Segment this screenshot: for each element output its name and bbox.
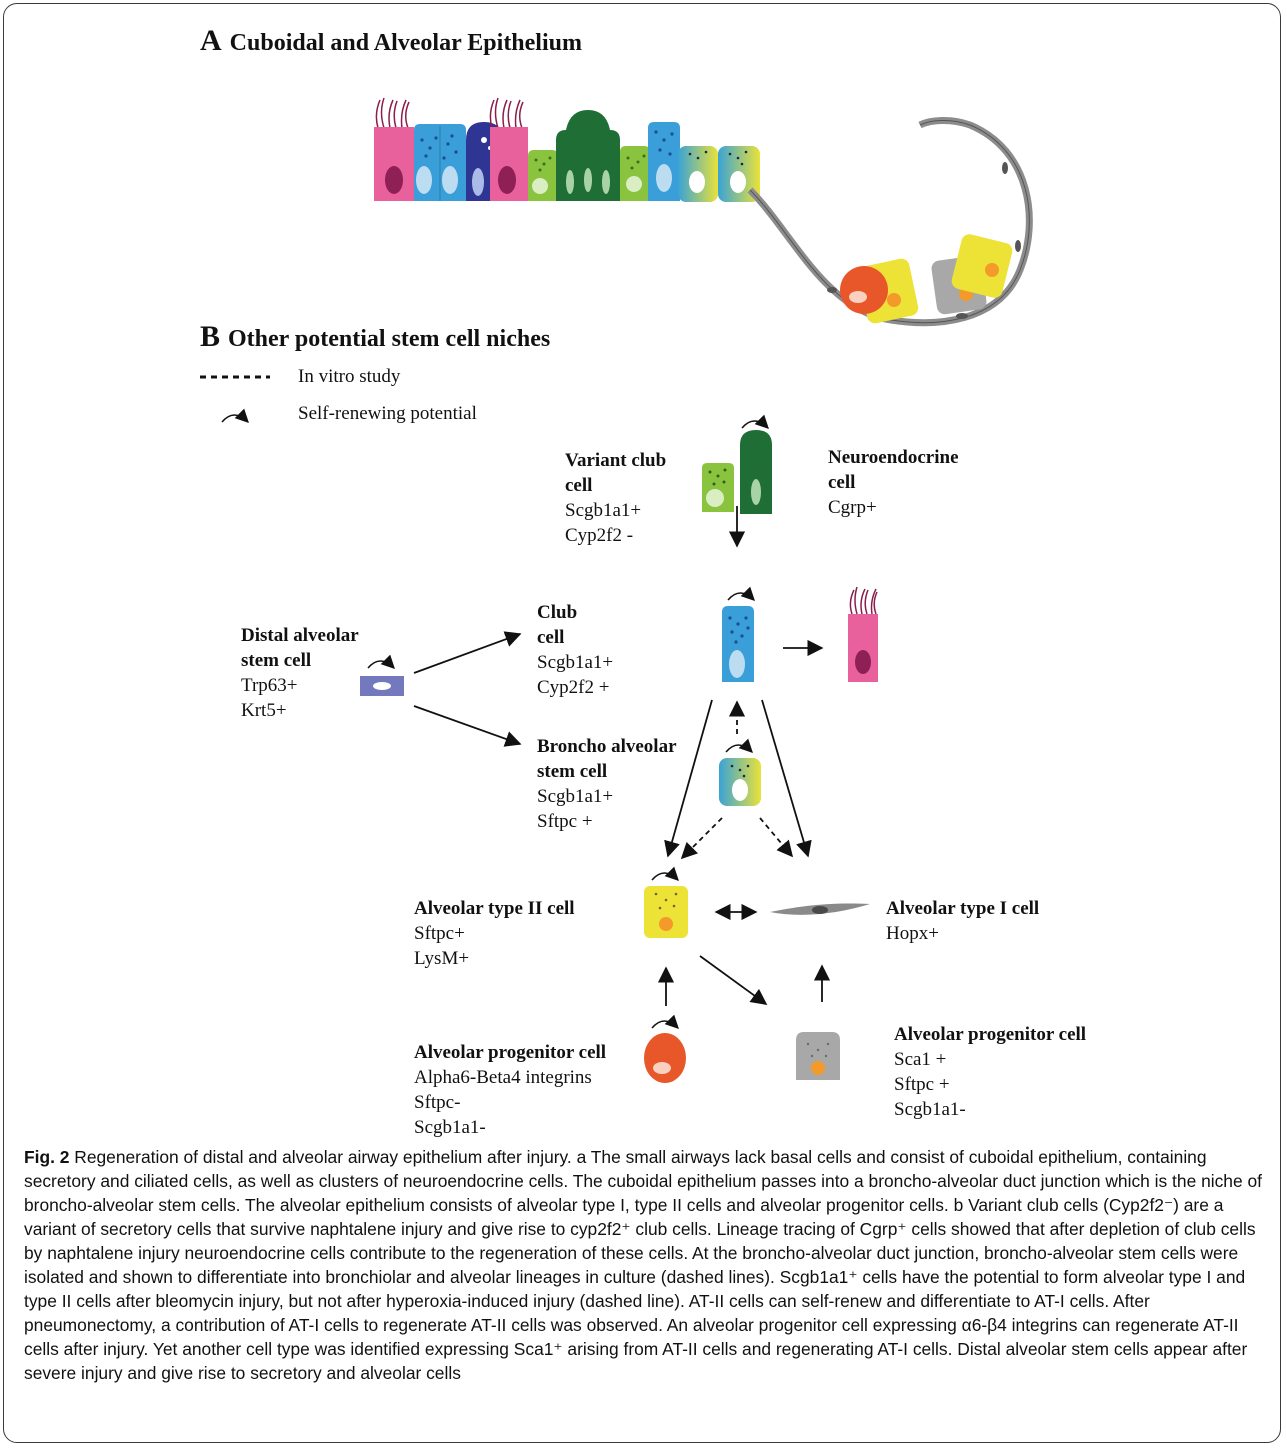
arrow-at2-to-progenitor-b bbox=[699, 955, 768, 1005]
distal-stem-marker-2: Krt5+ bbox=[241, 700, 287, 721]
self-renew-arc-progenitor-icon bbox=[651, 1014, 679, 1029]
self-renew-arc-club-icon bbox=[727, 586, 755, 601]
progenitor-orange-cell-b bbox=[644, 1033, 686, 1083]
progenitor-orange-cell-a bbox=[840, 266, 888, 314]
at1-name: Alveolar type I cell bbox=[886, 898, 1040, 919]
figure-frame bbox=[3, 3, 1281, 1443]
self-renew-arc-distal-icon bbox=[367, 654, 395, 669]
neuroendocrine-name: Neuroendocrine bbox=[828, 447, 959, 468]
section-a-title: Cuboidal and Alveolar Epithelium bbox=[229, 30, 582, 56]
neuroendocrine-marker-1: Cgrp+ bbox=[828, 497, 877, 518]
section-b-letter: B bbox=[200, 320, 221, 353]
caption-label: Fig. 2 bbox=[24, 1147, 70, 1167]
progenitor-gray-cell-b bbox=[796, 1032, 840, 1080]
at2-cell-b bbox=[644, 886, 688, 938]
figure-illustration bbox=[200, 97, 1033, 1083]
variant-club-cell-b bbox=[702, 463, 734, 512]
at2-cell-label: Alveolar type II cell Sftpc+ LysM+ bbox=[414, 896, 575, 971]
at1-cell-b bbox=[770, 903, 870, 915]
at2-marker-1: Sftpc+ bbox=[414, 923, 465, 944]
variant-club-marker-1: Scgb1a1+ bbox=[565, 500, 642, 521]
cuboidal-epithelium bbox=[374, 97, 760, 202]
arrow-club-to-at1 bbox=[761, 699, 812, 858]
at2-cell-a2 bbox=[951, 234, 1013, 298]
basc-marker-1: Scgb1a1+ bbox=[537, 786, 614, 807]
legend-dashed-label: In vitro study bbox=[298, 366, 401, 387]
alveolar-wall bbox=[747, 117, 1033, 327]
progenitor-b-cell-label: Alveolar progenitor cell Sca1 + Sftpc + … bbox=[894, 1022, 1086, 1122]
self-renew-arc-neuroendocrine-icon bbox=[741, 414, 769, 429]
distal-stem-name-2: stem cell bbox=[241, 650, 312, 671]
club-marker-2: Cyp2f2 + bbox=[537, 677, 610, 698]
progenitor-b-marker-3: Scgb1a1- bbox=[894, 1099, 966, 1120]
at2-name: Alveolar type II cell bbox=[414, 898, 575, 919]
club-cell-b bbox=[722, 606, 754, 682]
basc-name-2: stem cell bbox=[537, 761, 608, 782]
figure-caption: Fig. 2 Regeneration of distal and alveol… bbox=[24, 1145, 1264, 1385]
progenitor-a-marker-3: Scgb1a1- bbox=[414, 1117, 486, 1138]
variant-club-name-2: cell bbox=[565, 475, 593, 496]
basc-cell-b bbox=[719, 758, 761, 806]
club-cell-label: Club cell Scgb1a1+ Cyp2f2 + bbox=[537, 600, 613, 700]
club-cell-a2 bbox=[648, 122, 680, 201]
legend-self-renew-arc-icon bbox=[221, 408, 249, 423]
basc-marker-2: Sftpc + bbox=[537, 811, 593, 832]
variant-club-name: Variant club bbox=[565, 450, 667, 471]
progenitor-b-marker-2: Sftpc + bbox=[894, 1074, 950, 1095]
club-name-2: cell bbox=[537, 627, 565, 648]
dashed-arrow-basc-to-at2 bbox=[680, 817, 723, 860]
distal-stem-cell-label: Distal alveolar stem cell Trp63+ Krt5+ bbox=[241, 623, 359, 723]
progenitor-a-marker-2: Sftpc- bbox=[414, 1092, 461, 1113]
progenitor-b-name: Alveolar progenitor cell bbox=[894, 1024, 1087, 1045]
variant-club-cell-a2 bbox=[620, 146, 650, 201]
section-a-letter: A bbox=[200, 24, 222, 57]
distal-stem-marker-1: Trp63+ bbox=[241, 675, 298, 696]
at2-marker-2: LysM+ bbox=[414, 948, 470, 969]
cilia-icon bbox=[375, 97, 410, 129]
ciliated-cell-b bbox=[848, 586, 878, 682]
caption-text: Regeneration of distal and alveolar airw… bbox=[24, 1147, 1262, 1383]
variant-club-cell-label: Variant club cell Scgb1a1+ Cyp2f2 - bbox=[565, 448, 666, 548]
arrow-distal-to-club bbox=[413, 631, 522, 674]
self-renew-arc-basc-icon bbox=[725, 738, 753, 753]
neuroendocrine-cell-b bbox=[740, 430, 772, 514]
basc-name: Broncho alveolar bbox=[537, 736, 677, 757]
neuroendocrine-cell-label: Neuroendocrine cell Cgrp+ bbox=[828, 445, 959, 520]
club-name: Club bbox=[537, 602, 578, 623]
arrow-distal-to-basc bbox=[413, 705, 522, 747]
progenitor-a-name: Alveolar progenitor cell bbox=[414, 1042, 607, 1063]
section-b-title: Other potential stem cell niches bbox=[228, 326, 551, 352]
arrow-club-to-at2 bbox=[664, 699, 713, 858]
progenitor-a-marker-1: Alpha6-Beta4 integrins bbox=[414, 1067, 592, 1088]
distal-stem-name: Distal alveolar bbox=[241, 625, 359, 646]
basc-cell-label: Broncho alveolar stem cell Scgb1a1+ Sftp… bbox=[537, 734, 677, 834]
section-b-heading: B Other potential stem cell niches bbox=[200, 320, 550, 354]
variant-club-marker-2: Cyp2f2 - bbox=[565, 525, 634, 546]
dashed-arrow-basc-to-at1 bbox=[759, 817, 794, 858]
at1-marker-1: Hopx+ bbox=[886, 923, 939, 944]
club-marker-1: Scgb1a1+ bbox=[537, 652, 614, 673]
legend-arc-label: Self-renewing potential bbox=[298, 403, 477, 424]
section-a-heading: A Cuboidal and Alveolar Epithelium bbox=[200, 24, 582, 58]
progenitor-b-marker-1: Sca1 + bbox=[894, 1049, 947, 1070]
at1-cell-label: Alveolar type I cell Hopx+ bbox=[886, 896, 1039, 946]
progenitor-a-cell-label: Alveolar progenitor cell Alpha6-Beta4 in… bbox=[414, 1040, 606, 1140]
neuroendocrine-name-2: cell bbox=[828, 472, 856, 493]
self-renew-arc-at2-icon bbox=[651, 866, 679, 881]
